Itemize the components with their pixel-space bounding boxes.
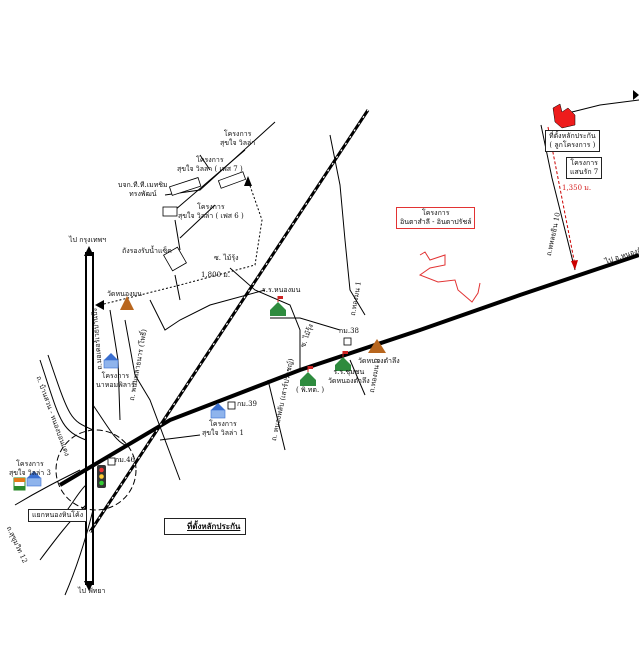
project-outline [418,251,481,303]
main-highway [58,253,639,487]
label-project-sukjai-6: โครงการ สุขใจ วิลล่า ( เฟส 6 ) [178,203,244,220]
label-km39: กม.39 [237,400,257,408]
route-to-site [547,126,576,266]
temple-nongtamlueng-icon [368,339,386,353]
school-icon-middle [300,366,316,386]
ramp-6 [64,509,94,596]
project-intarasak-box: โครงการ อินตาสำลี - อินตาปรัชล์ [396,207,476,229]
project-icon-sukjai3 [26,471,42,487]
label-school-vishnu: ร.ร.ชุมชน วัดหนองตำลึง [328,368,370,385]
arrow-south [84,581,94,591]
ramp-3 [92,404,126,446]
label-temple-nongtamlueng: วัดหนองตำลึง [358,357,400,365]
label-dist-1350: 1,350 ม. [562,184,592,192]
label-school-pitak: ( พิ.ทต. ) [296,386,325,394]
label-water-tower: ถังรองรับน้ำแซ็ด [122,247,172,255]
road-soi-10 [540,124,576,271]
arrow-north [84,246,94,256]
school-icon-top [270,296,286,316]
ramp-2 [47,354,94,431]
legend-box: ที่ตั้งหลักประกัน [164,518,247,535]
ramp-7 [14,469,81,506]
site-shape [552,103,576,129]
project-icon-naklua [103,353,119,369]
soi-arrow-head [244,176,252,186]
site-label-box: ที่ตั้งหลักประกัน ( ลูกโครงการ ) [545,130,600,152]
label-dist-1800: 1,800 ม. [201,271,231,279]
temple-nongmon-icon [120,296,134,310]
label-to-bangkok: ไป กรุงเทพฯ [69,236,107,244]
label-km38: กม.38 [339,327,359,335]
label-project-naklua: โครงการ นาหอมพิลาร์ [96,372,135,389]
interchange-label-box: แยกหนองหินโค้ง [28,509,88,522]
label-project-sukjai-2: โครงการ สุขใจ วิลล่า 1 [202,420,244,437]
railway [88,109,370,533]
label-project-sukjai-top: โครงการ สุขใจ วิลล่า [220,130,256,147]
school-icon-right [335,351,351,371]
project-icon-sukjai1 [210,403,226,419]
label-project-sukjai-7: โครงการ สุขใจ วิลล่า ( เฟส 7 ) [177,156,243,173]
label-project-sukjai-3: โครงการ สุขใจ วิลล่า 3 [9,460,51,477]
label-to-phatthaya: ไป พัทยา [78,587,106,595]
label-km46: กม.46 [115,456,135,464]
ramp-1 [39,359,87,441]
soi-arrow-tail [95,300,104,310]
label-bd-company: บจก.ที.ที.เมทชิม ทรงพัฒน์ [118,181,168,198]
legend-text: ที่ตั้งหลักประกัน [187,521,241,531]
interchange-circle [55,429,137,511]
project-sansuk-box: โครงการ แสนรัก 7 [566,157,603,179]
soi-nongmon [99,179,263,306]
label-temple-nongmon: วัดหนองมน [107,290,142,298]
label-soi-mairuk: ซ. ไม้รุ้ง [214,254,239,262]
label-school-top: ร.ร.หนองมน [262,286,301,294]
